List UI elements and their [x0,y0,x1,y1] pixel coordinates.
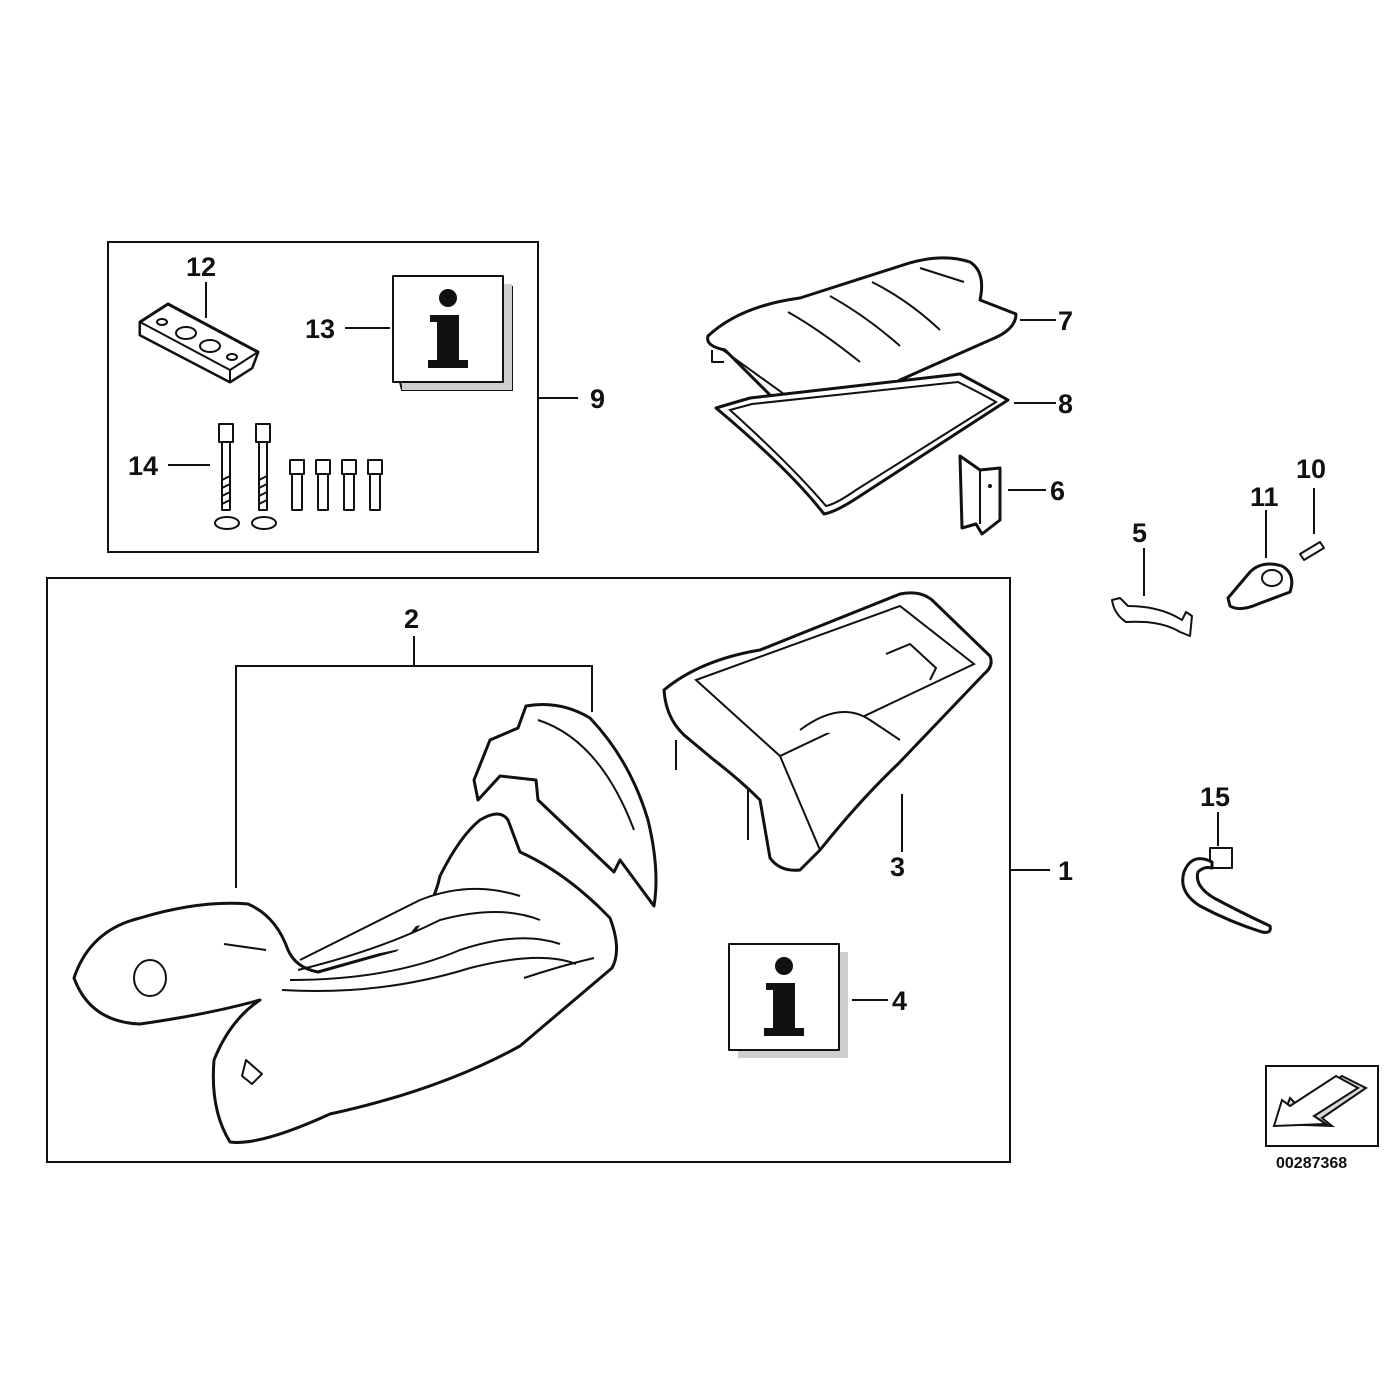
callout-3: 3 [890,852,905,882]
callout-6: 6 [1050,476,1065,506]
callout-7: 7 [1058,306,1073,336]
part-6-bracket [958,454,1002,536]
callout-10: 10 [1296,454,1326,484]
callout-14: 14 [128,451,158,481]
callout-15: 15 [1200,782,1230,812]
callout-4: 4 [892,986,907,1016]
document-number: 00287368 [1276,1155,1347,1172]
callout-12: 12 [186,252,216,282]
part-11-knob [1226,562,1294,611]
part-3-storage-tray [662,591,993,872]
callout-9: 9 [590,384,605,414]
part-15-connector [1181,847,1272,934]
callout-8: 8 [1058,389,1073,419]
part-2-tail-body [72,812,618,1144]
callout-2: 2 [404,604,419,634]
part-10-pin [1299,541,1325,561]
part-8-seal [714,372,1010,516]
arrow-down-left-icon [1265,1065,1379,1147]
part-5-clip [1111,597,1193,637]
callout-13: 13 [305,314,335,344]
info-icon [728,943,848,1058]
callout-11: 11 [1250,482,1279,512]
callout-5: 5 [1132,518,1147,548]
callout-1: 1 [1058,856,1073,886]
part-7-seat-cover [706,256,1018,439]
part-2-fairing [472,703,658,908]
info-icon [392,275,513,391]
part-14-bolts [214,423,383,530]
part-12-plate [138,302,260,384]
